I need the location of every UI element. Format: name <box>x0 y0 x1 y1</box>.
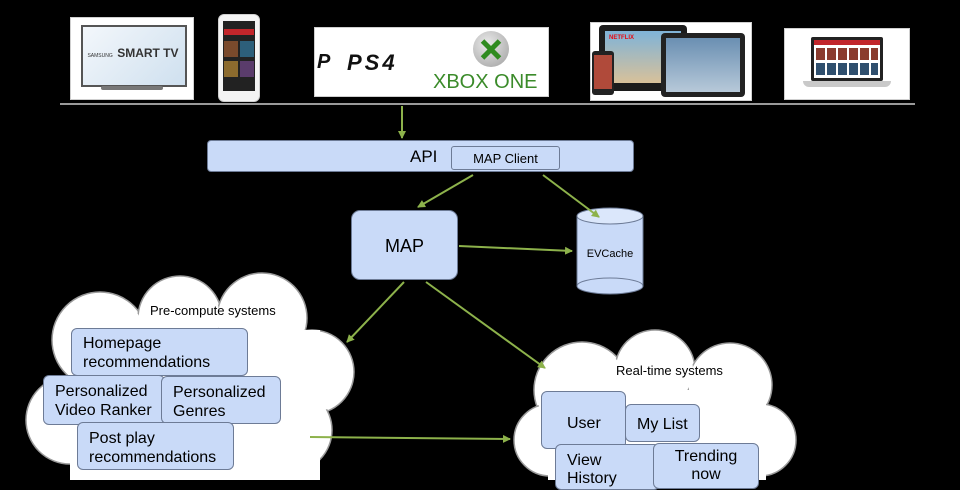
game-consoles-image: P PS4 XBOX ONE <box>314 27 549 97</box>
realtime-title: Real-time systems <box>616 363 723 378</box>
xbox-sphere-icon <box>473 31 509 67</box>
ps4-logo: PS4 <box>347 50 398 75</box>
personalized-genres-box: Personalized Genres <box>161 376 281 424</box>
xbox-one-logo: XBOX ONE <box>433 71 538 93</box>
smart-tv-logo: SAMSUNG SMART TV <box>87 46 179 60</box>
arrow-map-to-precompute <box>346 281 405 343</box>
laptop-image <box>784 28 910 100</box>
arrow-map-to-realtime <box>425 281 546 369</box>
precompute-title: Pre-compute systems <box>150 303 276 318</box>
trending-now-box: Trending now <box>653 443 759 489</box>
view-history-box: View History <box>555 444 660 490</box>
evcache-label: EVCache <box>586 248 634 260</box>
arrow-client-to-map <box>417 174 474 208</box>
personalized-video-ranker-box: Personalized Video Ranker <box>43 375 165 425</box>
my-list-box: My List <box>625 404 700 442</box>
api-label: API <box>410 147 438 166</box>
map-client-label: MAP Client <box>473 151 538 166</box>
arrow-map-to-evcache <box>458 245 573 255</box>
smartphone-image <box>218 14 260 102</box>
evcache-cylinder <box>576 207 644 295</box>
user-box: User <box>541 391 626 449</box>
map-label: MAP <box>384 236 424 256</box>
tablets-image: NETFLIX <box>590 22 752 101</box>
arrow-precompute-to-realtime <box>309 434 511 443</box>
map-client-box: MAP Client <box>451 146 560 170</box>
playstation-logo-icon: P <box>317 51 331 73</box>
map-box: MAP <box>351 210 458 280</box>
post-play-recommendations-box: Post play recommendations <box>77 422 234 470</box>
smart-tv-image: SAMSUNG SMART TV <box>70 17 194 100</box>
arrow-client-to-evcache <box>542 174 600 218</box>
api-box: API MAP Client <box>207 140 634 172</box>
homepage-recommendations-box: Homepage recommendations <box>71 328 248 376</box>
